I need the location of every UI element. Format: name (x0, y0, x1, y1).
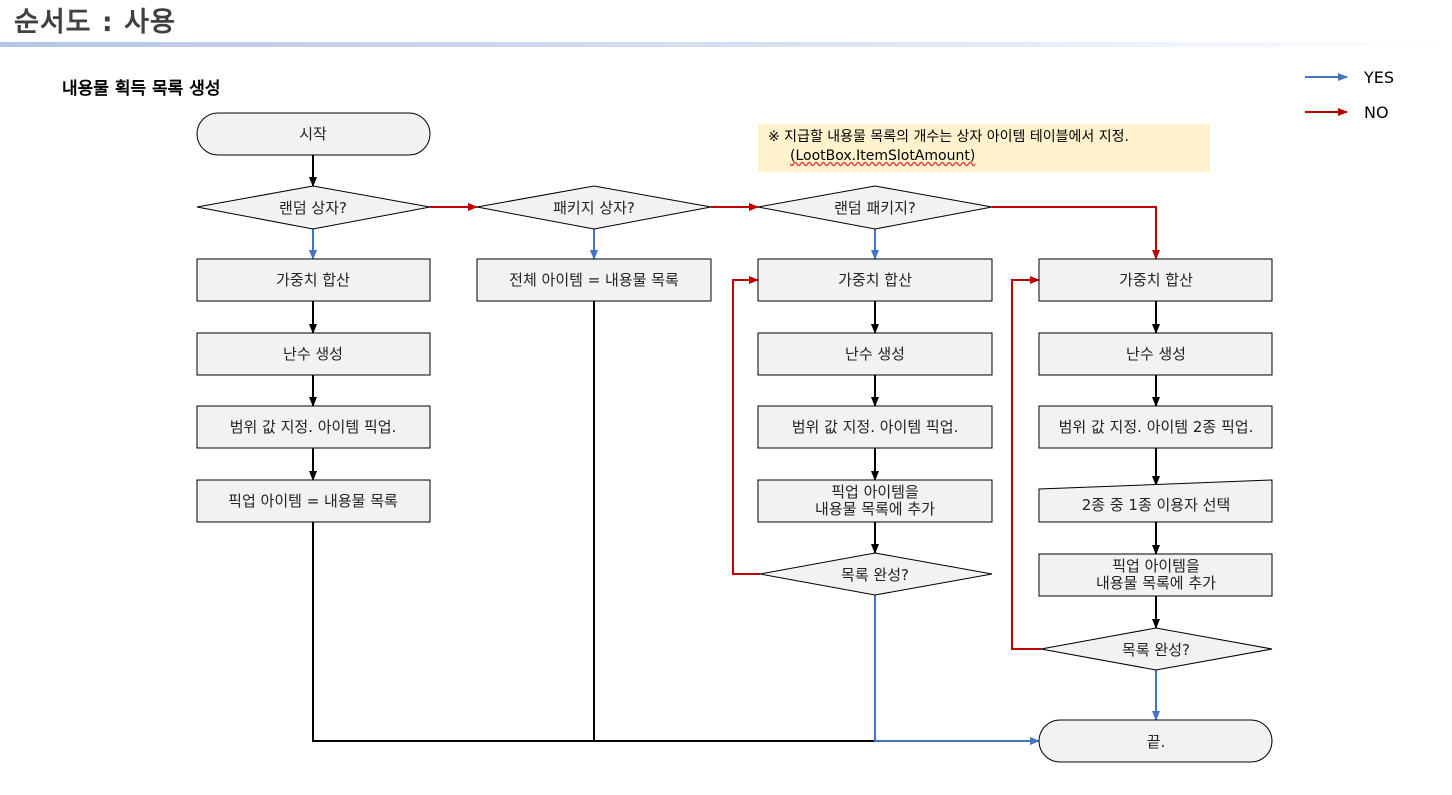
start-label: 시작 (299, 125, 327, 143)
c3-gen-random-box (757, 332, 993, 376)
c3-gen-random-label: 난수 생성 (845, 345, 905, 363)
c3-pick-range-label: 범위 값 지정. 아이템 픽업. (792, 418, 959, 436)
legend-yes-label: YES (1364, 68, 1395, 87)
random-box-label: 랜덤 상자? (279, 199, 347, 217)
decision-package-box (476, 185, 712, 230)
note-line-1: ※ 지급할 내용물 목록의 개수는 상자 아이템 테이블에서 지정. (768, 129, 1129, 145)
c3-add-label-2: 내용물 목록에 추가 (815, 500, 935, 518)
diagram-title: 내용물 획득 목록 생성 (62, 79, 221, 99)
c2-all-items-box (476, 258, 712, 302)
c4-weight-sum-label: 가중치 합산 (1119, 271, 1193, 289)
c4-gen-random-box (1038, 332, 1273, 376)
start-terminal (196, 112, 431, 156)
c4-pick-range-label: 범위 값 지정. 아이템 2종 픽업. (1059, 418, 1254, 436)
page-title: 순서도 : 사용 (14, 7, 176, 38)
c3-weight-sum-box (757, 258, 993, 302)
title-underline (0, 42, 1452, 47)
c1-result-box (196, 479, 431, 523)
end-terminal (1038, 719, 1273, 763)
random-package-label: 랜덤 패키지? (834, 199, 916, 217)
note-box: ※ 지급할 내용물 목록의 개수는 상자 아이템 테이블에서 지정. (Loot… (758, 124, 1210, 172)
c4-add-label-2: 내용물 목록에 추가 (1096, 574, 1216, 592)
c3-add-box (757, 479, 993, 523)
note-line-2: (LootBox.ItemSlotAmount) (790, 148, 976, 164)
c4-manual-input-box (1038, 479, 1273, 523)
c1-pick-range-box (196, 405, 431, 449)
decision-random-box (196, 185, 431, 230)
c3-weight-sum-label: 가중치 합산 (838, 271, 912, 289)
end-label: 끝. (1147, 733, 1166, 751)
c1-pick-range-label: 범위 값 지정. 아이템 픽업. (230, 418, 397, 436)
legend-no-label: NO (1364, 103, 1389, 122)
c4-decision-complete (1040, 627, 1273, 671)
package-box-label: 패키지 상자? (553, 199, 635, 217)
c1-gen-random-label: 난수 생성 (283, 345, 343, 363)
c3-complete-label: 목록 완성? (841, 566, 909, 584)
c3-pick-range-box (757, 405, 993, 449)
decision-random-package (757, 185, 993, 230)
c3-decision-complete (759, 552, 993, 596)
c4-add-box (1038, 553, 1273, 597)
c1-weight-sum-box (196, 258, 431, 302)
c4-complete-label: 목록 완성? (1122, 641, 1190, 659)
c1-gen-random-box (196, 332, 431, 376)
c1-result-label: 픽업 아이템 = 내용물 목록 (228, 492, 398, 510)
c1-weight-sum-label: 가중치 합산 (276, 271, 350, 289)
c4-user-select-label: 2종 중 1종 이용자 선택 (1082, 496, 1231, 514)
c3-add-label-1: 픽업 아이템을 (831, 483, 919, 501)
c4-add-label-1: 픽업 아이템을 (1112, 557, 1200, 575)
c4-weight-sum-box (1038, 258, 1273, 302)
c4-pick-range-box (1038, 405, 1273, 449)
c2-all-items-label: 전체 아이템 = 내용물 목록 (509, 271, 679, 289)
c4-gen-random-label: 난수 생성 (1126, 345, 1186, 363)
